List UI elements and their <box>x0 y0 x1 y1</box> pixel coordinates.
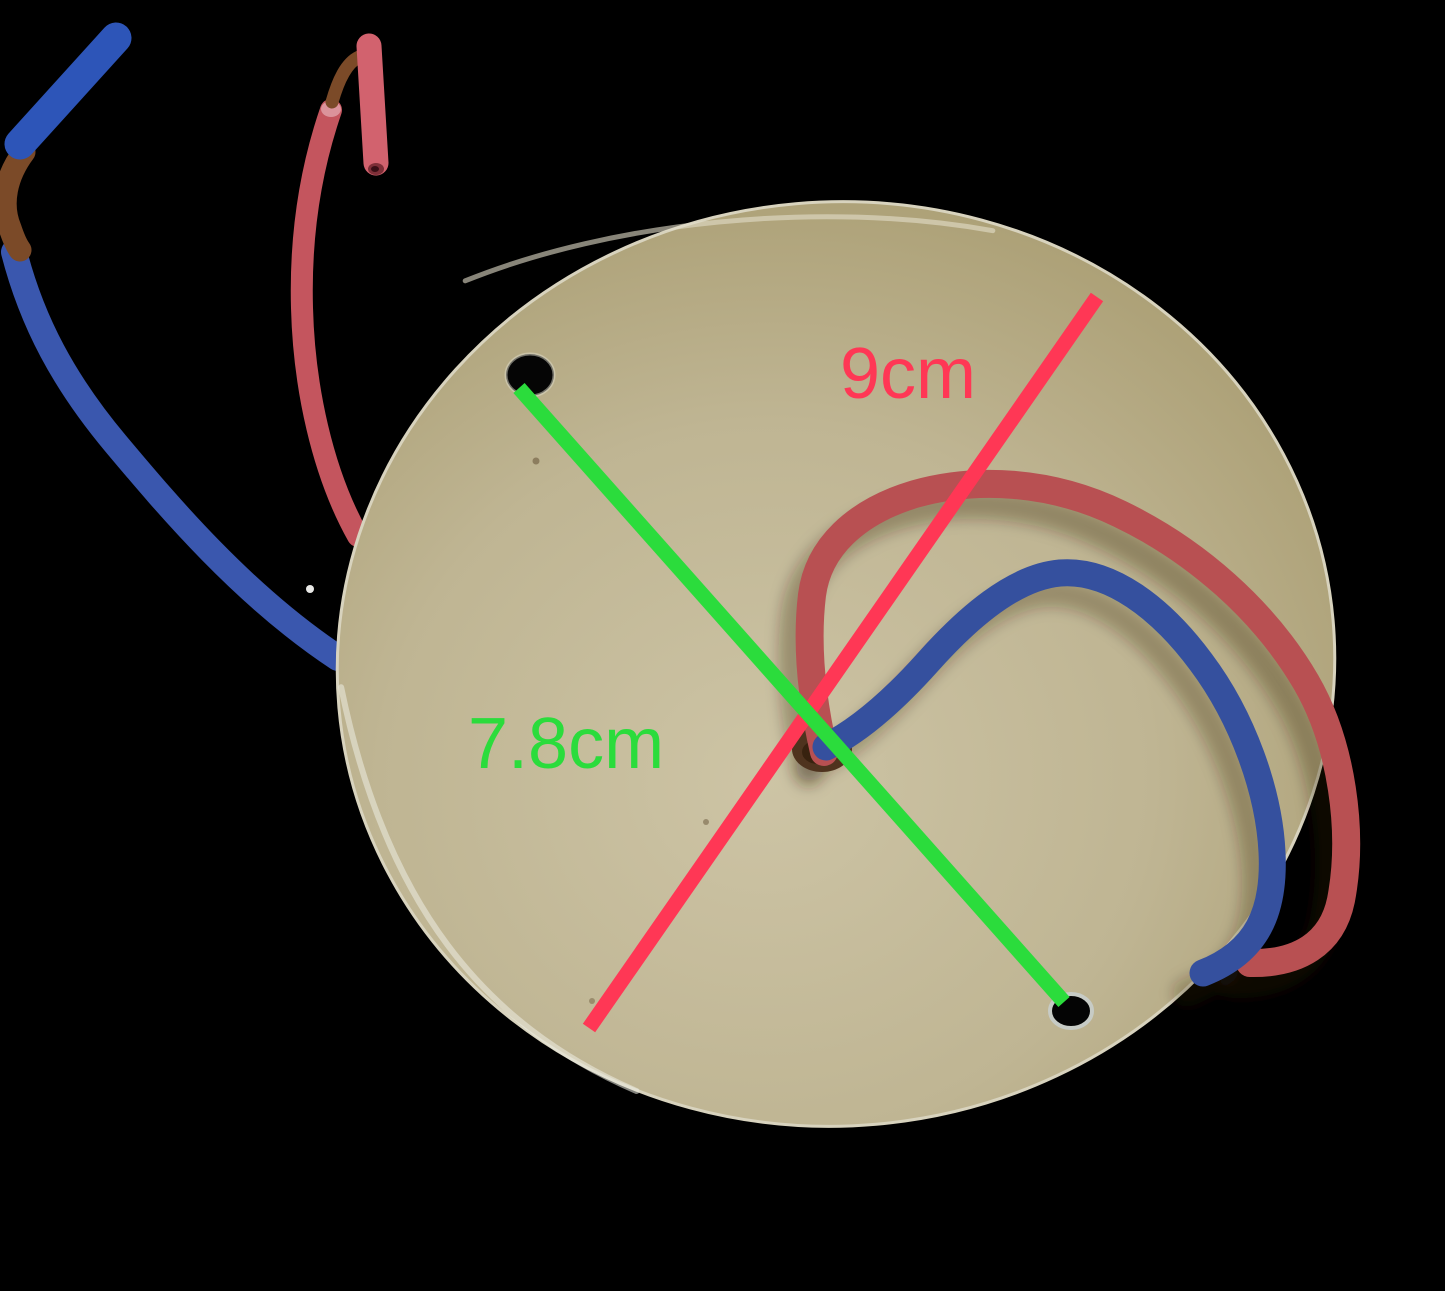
disc-top-rim-highlight <box>462 214 996 284</box>
measurement-label-hole-spacing: 7.8cm <box>468 704 664 784</box>
copper-end-blue-icon <box>0 140 36 262</box>
left-wire-group <box>0 22 389 671</box>
sleeve-end-hole-dark <box>371 166 379 172</box>
dust-speck <box>306 585 314 593</box>
blue-wire-left-lead <box>1 239 351 671</box>
surface-speck <box>532 457 540 465</box>
red-wire-loop <box>795 469 1361 978</box>
blue-wire-loop <box>812 559 1286 987</box>
red-wire-left-lead <box>290 99 369 547</box>
disc-surface-specks <box>532 457 709 1004</box>
surface-speck <box>589 998 595 1004</box>
red-insulation-sleeve <box>356 33 389 176</box>
measurement-label-diameter: 9cm <box>840 334 976 414</box>
disc-bottomleft-rim-highlight <box>338 684 640 1095</box>
blue-insulation-cap <box>4 22 132 160</box>
hole-spacing-measurement-line <box>513 383 1070 1007</box>
copper-end-red-icon <box>325 50 366 109</box>
diameter-measurement-line <box>582 292 1104 1033</box>
surface-speck <box>703 819 709 825</box>
